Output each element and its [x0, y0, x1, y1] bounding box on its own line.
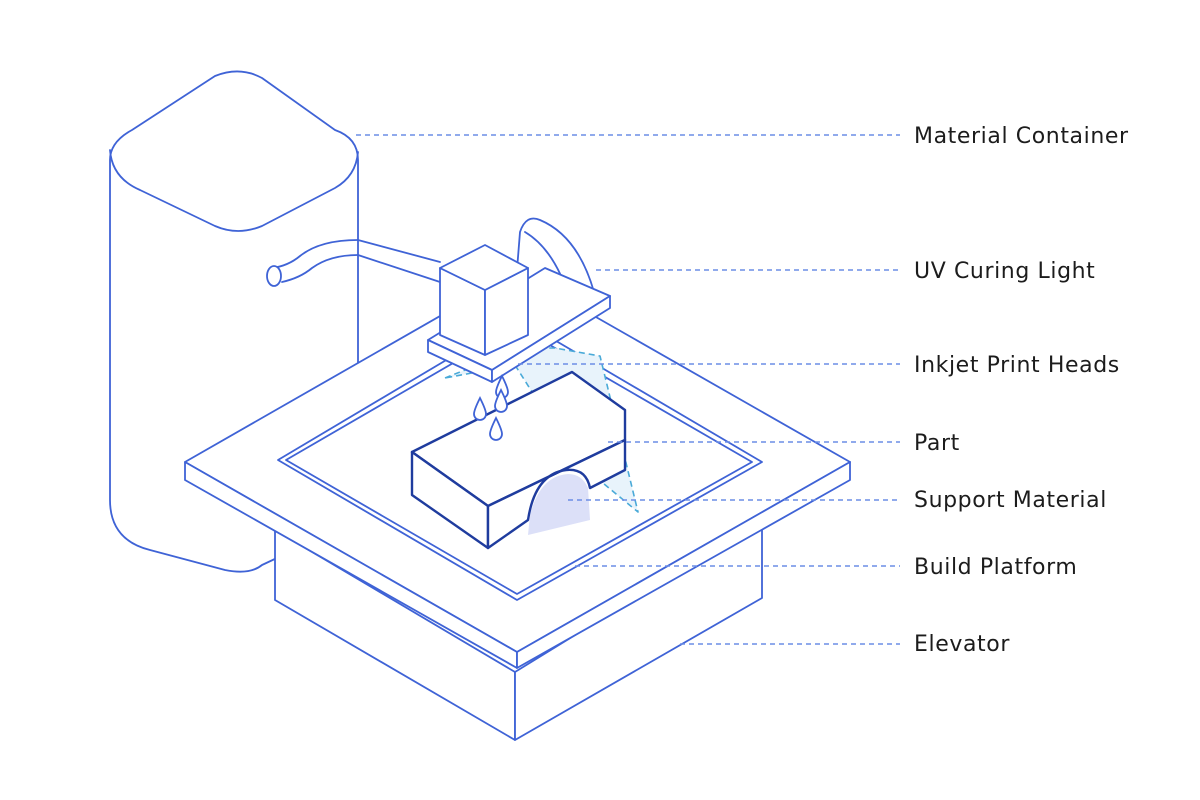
labels: Material Container UV Curing Light Inkje… [914, 124, 1129, 657]
feed-hose [266, 239, 441, 287]
droplets [473, 373, 509, 441]
label-support-material: Support Material [914, 488, 1107, 513]
droplet-3 [494, 387, 508, 413]
leader-lines [356, 134, 900, 645]
label-inkjet-print-heads: Inkjet Print Heads [914, 353, 1120, 378]
label-part: Part [914, 431, 960, 456]
label-uv-curing-light: UV Curing Light [914, 259, 1095, 284]
part [410, 370, 627, 550]
droplet-4 [489, 415, 503, 441]
label-build-platform: Build Platform [914, 555, 1077, 580]
droplet-2 [473, 395, 487, 421]
label-elevator: Elevator [914, 632, 1010, 657]
label-material-container: Material Container [914, 124, 1129, 149]
inkjet-print-heads [439, 244, 529, 356]
